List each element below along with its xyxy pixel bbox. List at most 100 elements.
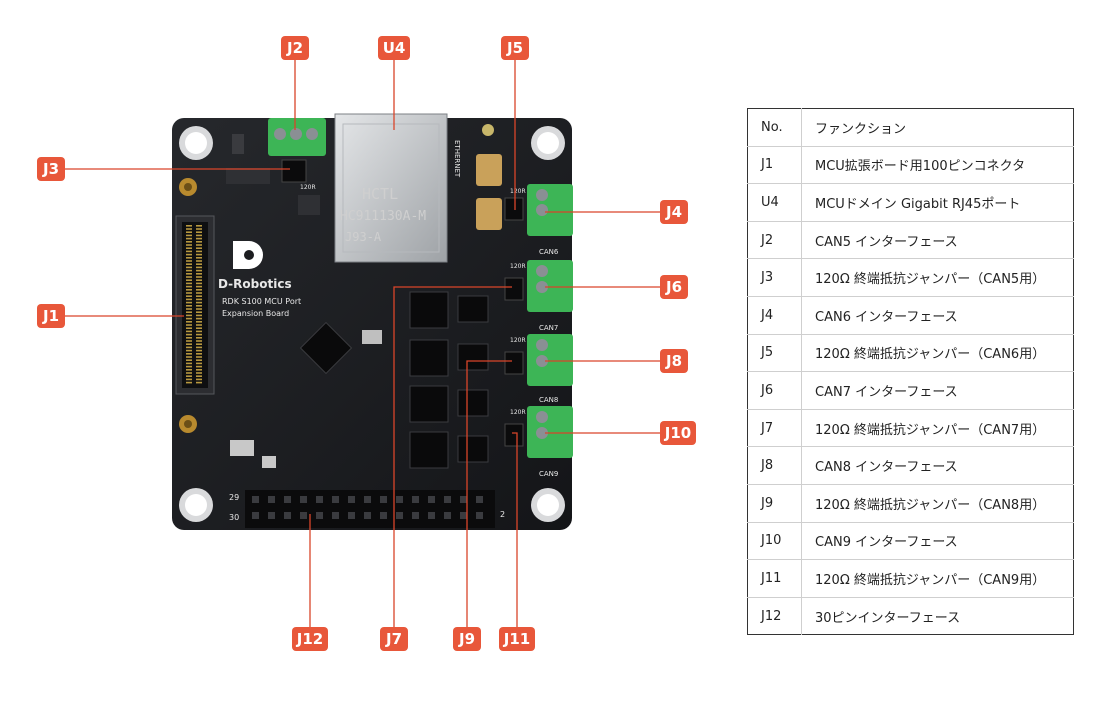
row-function: 30ピンインターフェース: [801, 596, 1074, 635]
row-no: J6: [747, 371, 802, 410]
callout-j1-label: J1: [42, 307, 59, 325]
row-no: U4: [747, 183, 802, 222]
callout-j5-label: J5: [506, 39, 523, 57]
ethernet-text: ETHERNET: [453, 140, 461, 178]
callout-j10-label: J10: [664, 424, 691, 442]
callout-j6-label: J6: [665, 278, 682, 296]
callout-j10: J10: [660, 421, 696, 445]
header-no: No.: [747, 108, 802, 147]
silk-can8: CAN8: [539, 396, 558, 404]
callout-j6: J6: [660, 275, 688, 299]
row-no: J2: [747, 220, 802, 259]
j1-connector: [175, 215, 215, 395]
callout-j9-label: J9: [458, 630, 475, 648]
model-line1: RDK S100 MCU Port: [222, 297, 301, 306]
callout-j3-label: J3: [42, 160, 59, 178]
row-function: 120Ω 終端抵抗ジャンパー（CAN6用）: [801, 333, 1074, 372]
silk-can7: CAN7: [539, 324, 558, 332]
termination-jumpers: 120R 120R 120R 120R: [504, 188, 526, 447]
u4-rj45: HCTL HC911130A-M J93-A ETHERNET: [334, 113, 461, 263]
row-no: J1: [747, 145, 802, 184]
row-no: J7: [747, 408, 802, 447]
smd-parts: [226, 134, 320, 468]
model-line2: Expansion Board: [222, 309, 289, 318]
j12-header: 29 30 2: [229, 490, 505, 528]
row-function: CAN8 インターフェース: [801, 446, 1074, 485]
table-header-row: No. ファンクション: [747, 108, 1074, 147]
mounting-holes: [179, 126, 565, 522]
row-no: J10: [747, 521, 802, 560]
callout-j8-label: J8: [665, 352, 682, 370]
row-function: CAN5 インターフェース: [801, 220, 1074, 259]
callout-j7: J7: [380, 627, 408, 651]
callout-j7-label: J7: [385, 630, 402, 648]
callout-j1: J1: [37, 304, 65, 328]
brand-text: D-Robotics: [218, 277, 292, 291]
row-no: J8: [747, 446, 802, 485]
rj45-part: HC911130A-M: [340, 209, 426, 224]
j3-silk: 120R: [300, 184, 316, 191]
callout-j2-label: J2: [286, 39, 303, 57]
callout-j12: J12: [292, 627, 328, 651]
header-pin-29: 29: [229, 493, 239, 502]
silk-120r-3: 120R: [510, 337, 526, 344]
row-function: MCUドメイン Gigabit RJ45ポート: [801, 183, 1074, 222]
silk-can6: CAN6: [539, 248, 559, 256]
row-no: J11: [747, 559, 802, 598]
callout-u4-label: U4: [383, 39, 406, 57]
rj45-code: J93-A: [345, 230, 382, 244]
callout-j4: J4: [660, 200, 688, 224]
silk-120r-1: 120R: [510, 188, 526, 195]
row-no: J12: [747, 596, 802, 635]
pcb-board: [172, 118, 572, 530]
silk-120r-2: 120R: [510, 263, 526, 270]
callout-j9: J9: [453, 627, 481, 651]
callout-j12-label: J12: [296, 630, 323, 648]
row-function: MCU拡張ボード用100ピンコネクタ: [801, 145, 1074, 184]
row-function: 120Ω 終端抵抗ジャンパー（CAN9用）: [801, 559, 1074, 598]
header-function: ファンクション: [815, 121, 907, 137]
header-pin-2: 2: [500, 510, 505, 519]
silk-can9: CAN9: [539, 470, 558, 478]
row-function: 120Ω 終端抵抗ジャンパー（CAN7用）: [801, 408, 1074, 447]
silk-120r-4: 120R: [510, 409, 526, 416]
row-no: J4: [747, 295, 802, 335]
j2-terminal: [268, 118, 326, 156]
mcu-chip: [299, 321, 382, 375]
row-no: J9: [747, 483, 802, 523]
brass-screws: [179, 178, 197, 433]
callout-j11: J11: [499, 627, 535, 651]
j3-jumper: 120R: [281, 159, 316, 191]
row-function: 120Ω 終端抵抗ジャンパー（CAN5用）: [801, 258, 1074, 297]
d-robotics-logo: D-Robotics RDK S100 MCU Port Expansion B…: [218, 241, 301, 318]
header-pin-30: 30: [229, 513, 239, 522]
row-function: 120Ω 終端抵抗ジャンパー（CAN8用）: [801, 483, 1074, 523]
row-no: J5: [747, 333, 802, 372]
rj45-brand: HCTL: [362, 185, 398, 203]
row-function: CAN9 インターフェース: [801, 521, 1074, 560]
can-terminals: CAN6 CAN7 CAN8 CAN9: [527, 184, 573, 478]
transceiver-chips: [409, 291, 489, 469]
callout-j11-label: J11: [503, 630, 530, 648]
callout-j3: J3: [37, 157, 65, 181]
row-function: CAN7 インターフェース: [801, 371, 1074, 410]
callout-u4: U4: [378, 36, 410, 60]
row-no: J3: [747, 258, 802, 297]
callout-j4-label: J4: [665, 203, 682, 221]
callouts: J2 U4 J5 J3 J4 J6 J1 J8: [37, 36, 696, 651]
